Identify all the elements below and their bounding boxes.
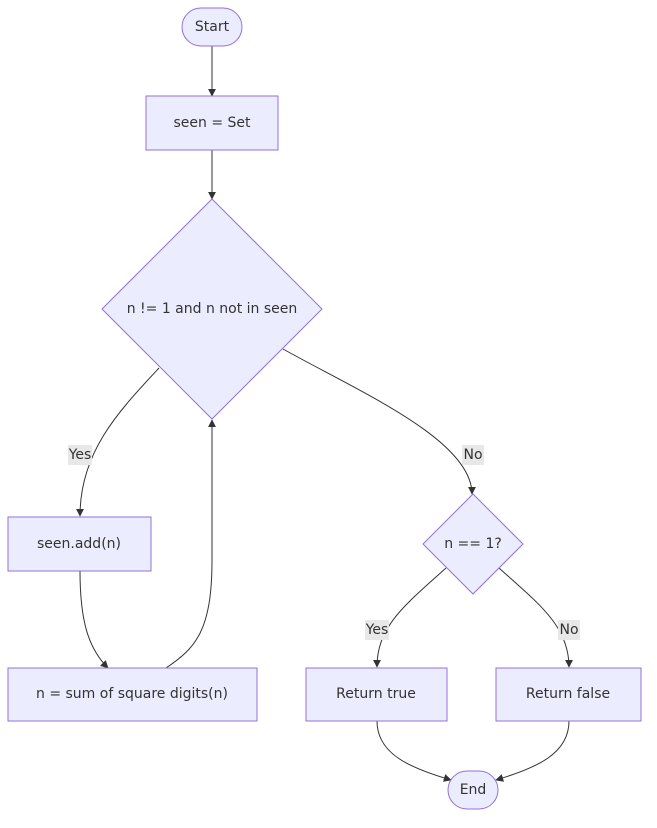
node-label: seen.add(n)	[37, 536, 121, 552]
edge-compute-next-to-loop-condition	[165, 419, 216, 669]
node-loop-condition: n != 1 and n not in seen	[101, 198, 323, 420]
edge-label-loop-no: No	[462, 445, 484, 465]
node-label: n == 1?	[444, 536, 502, 552]
edge-label-text: No	[559, 622, 578, 638]
node-start: Start	[181, 7, 243, 47]
edge-loop-condition-to-add-seen	[76, 367, 160, 517]
node-label: seen = Set	[173, 115, 251, 131]
node-label: Start	[195, 19, 230, 35]
edge-add-seen-to-compute-next	[79, 570, 109, 669]
edge-label-loop-yes: Yes	[68, 445, 92, 465]
edge-label-check-yes: Yes	[365, 620, 389, 640]
edge-check-one-to-return-false	[498, 567, 573, 668]
node-return-false: Return false	[495, 667, 642, 722]
edge-label-check-no: No	[558, 620, 580, 640]
edge-return-true-to-end	[376, 720, 452, 782]
node-label: End	[460, 782, 487, 798]
node-label: n != 1 and n not in seen	[127, 301, 298, 317]
node-end: End	[447, 770, 499, 810]
node-label: n = sum of square digits(n)	[36, 686, 228, 702]
edges	[76, 46, 573, 782]
edge-label-text: No	[463, 447, 482, 463]
edge-return-false-to-end	[495, 720, 570, 782]
edge-label-text: Yes	[68, 447, 92, 463]
node-check-one: n == 1?	[422, 493, 524, 595]
node-label: Return true	[336, 686, 416, 702]
node-init-set: seen = Set	[145, 95, 279, 151]
node-return-true: Return true	[305, 667, 448, 722]
edge-label-text: Yes	[365, 622, 389, 638]
edge-check-one-to-return-true	[373, 567, 447, 668]
node-add-seen: seen.add(n)	[7, 516, 152, 572]
node-compute-next: n = sum of square digits(n)	[7, 667, 258, 722]
node-label: Return false	[526, 686, 610, 702]
edge-loop-condition-to-check-one	[282, 348, 476, 495]
